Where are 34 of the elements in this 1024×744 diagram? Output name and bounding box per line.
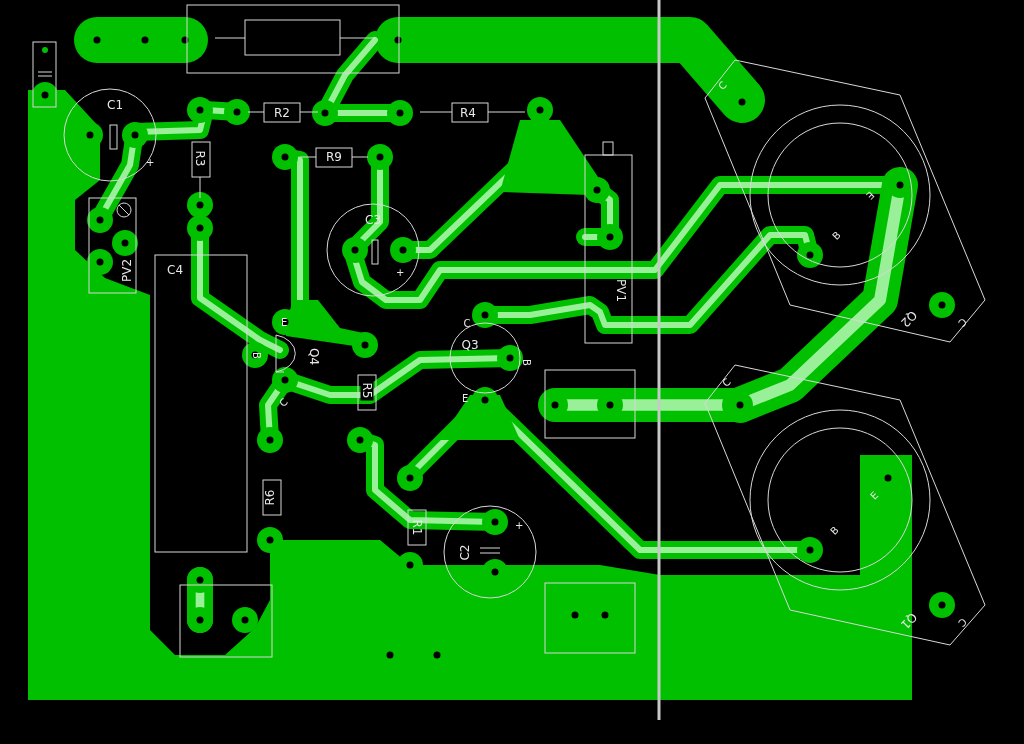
component-label: C3 <box>365 213 381 227</box>
component-label: R1 <box>410 519 424 535</box>
polarity-mark: + <box>146 155 155 169</box>
pin-label: E <box>281 315 288 329</box>
pin-label: C <box>714 77 730 93</box>
polarity-mark: + <box>396 265 405 279</box>
pin-label: B <box>519 358 533 366</box>
component-label: R9 <box>326 150 342 164</box>
polarity-mark: + <box>515 518 524 532</box>
component-label: Q2 <box>897 307 919 329</box>
pin-label: B <box>828 227 843 243</box>
component-label: C1 <box>107 98 123 112</box>
component-label: R2 <box>274 106 290 120</box>
pin-label: C <box>275 394 291 410</box>
component-label: R3 <box>193 150 207 166</box>
pin-label: E <box>863 188 877 202</box>
component-label: Q4 <box>306 347 320 365</box>
component-label: C4 <box>167 263 183 277</box>
pin-label: B <box>826 522 841 538</box>
component-label: R6 <box>264 489 278 505</box>
pin-label: C <box>954 314 970 330</box>
pin-label: C <box>463 316 471 330</box>
pin-label: C <box>954 614 970 630</box>
component-label: R4 <box>460 106 476 120</box>
component-label: Q3 <box>461 338 479 352</box>
component-label: PV2 <box>120 258 134 282</box>
component-label: PV1 <box>613 278 627 302</box>
pin-label: C <box>718 374 734 390</box>
component-label: Q1 <box>897 609 919 631</box>
component-label: R5 <box>360 380 374 400</box>
pin-label: B <box>249 351 263 359</box>
pin-label: E <box>867 488 881 502</box>
pin-label: E <box>462 391 469 405</box>
component-label: C2 <box>458 544 472 560</box>
